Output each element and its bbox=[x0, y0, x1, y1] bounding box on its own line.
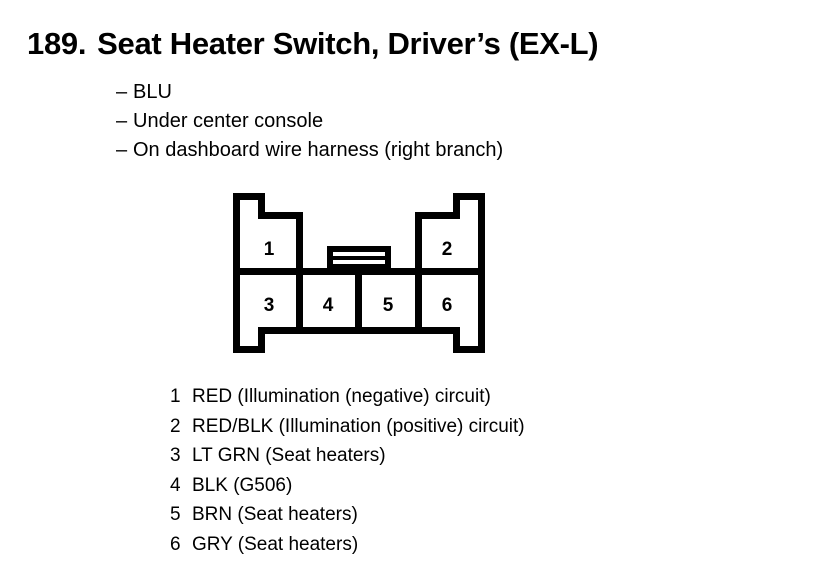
connector-pin-label-1: 1 bbox=[263, 239, 275, 260]
connector-bottom-left-foot bbox=[233, 346, 265, 353]
legend-pin-number: 3 bbox=[170, 445, 181, 466]
bullet-dash-icon: – bbox=[116, 139, 128, 161]
note-text: Under center console bbox=[133, 110, 324, 132]
connector-divider-4-5 bbox=[355, 275, 362, 327]
connector-latch-tab bbox=[327, 246, 391, 270]
note-text: BLU bbox=[133, 81, 172, 103]
connector-middle-divider bbox=[233, 268, 485, 275]
connector-pin-label-4: 4 bbox=[322, 295, 334, 316]
connector-diagram: 1 2 3 4 5 6 bbox=[233, 193, 485, 353]
connector-top-right-step-vertical bbox=[453, 193, 460, 219]
connector-bottom-right-tab-wall bbox=[453, 327, 460, 353]
page-title-text: Seat Heater Switch, Driver’s (EX-L) bbox=[97, 26, 599, 61]
connector-top-right-shoulder bbox=[415, 212, 460, 219]
note-item: –On dashboard wire harness (right branch… bbox=[116, 136, 503, 165]
legend-pin-description: RED/BLK (Illumination (positive) circuit… bbox=[192, 415, 525, 437]
connector-pin-label-3: 3 bbox=[263, 295, 275, 316]
bullet-dash-icon: – bbox=[116, 81, 128, 103]
legend-pin-number: 5 bbox=[170, 504, 181, 525]
notes-list: –BLU –Under center console –On dashboard… bbox=[116, 78, 503, 165]
connector-top-left-step-vertical bbox=[258, 193, 265, 219]
legend-pin-number: 1 bbox=[170, 386, 181, 407]
page-title-number: 189. bbox=[27, 26, 87, 61]
connector-pin-label-5: 5 bbox=[382, 295, 394, 316]
connector-cell1-right-wall bbox=[296, 212, 303, 275]
connector-divider-5-6 bbox=[415, 275, 422, 327]
connector-cell2-left-wall bbox=[415, 212, 422, 275]
legend-row: 6 GRY (Seat heaters) bbox=[170, 530, 525, 560]
page-title: 189. Seat Heater Switch, Driver’s (EX-L) bbox=[27, 26, 599, 62]
legend-row: 3 LT GRN (Seat heaters) bbox=[170, 441, 525, 471]
legend-row: 5 BRN (Seat heaters) bbox=[170, 500, 525, 530]
legend-row: 4 BLK (G506) bbox=[170, 471, 525, 501]
connector-latch-slot-lower bbox=[333, 260, 385, 264]
legend-pin-number: 6 bbox=[170, 533, 181, 555]
legend-pin-number: 2 bbox=[170, 415, 181, 437]
note-item: –BLU bbox=[116, 78, 503, 107]
legend-row: 2 RED/BLK (Illumination (positive) circui… bbox=[170, 412, 525, 442]
note-text: On dashboard wire harness (right branch) bbox=[133, 139, 504, 161]
legend-pin-description: GRY (Seat heaters) bbox=[192, 533, 359, 555]
connector-bottom-edge bbox=[258, 327, 460, 334]
connector-bottom-right-foot bbox=[453, 346, 485, 353]
connector-top-left-lip bbox=[233, 193, 265, 200]
connector-top-left-shoulder bbox=[258, 212, 303, 219]
legend-pin-description: RED (Illumination (negative) circuit) bbox=[192, 386, 491, 407]
note-item: –Under center console bbox=[116, 107, 503, 136]
connector-pin-label-6: 6 bbox=[441, 295, 453, 316]
pin-legend: 1 RED (Illumination (negative) circuit) 2… bbox=[170, 382, 525, 559]
legend-pin-description: BLK (G506) bbox=[192, 474, 293, 496]
connector-pin-label-2: 2 bbox=[441, 239, 453, 260]
connector-bottom-left-tab-wall bbox=[258, 327, 265, 353]
legend-pin-description: BRN (Seat heaters) bbox=[192, 504, 358, 525]
bullet-dash-icon: – bbox=[116, 110, 128, 132]
connector-divider-3-4 bbox=[296, 275, 303, 327]
legend-pin-description: LT GRN (Seat heaters) bbox=[192, 445, 386, 466]
connector-latch-slot-upper bbox=[333, 252, 385, 256]
legend-pin-number: 4 bbox=[170, 474, 181, 496]
legend-row: 1 RED (Illumination (negative) circuit) bbox=[170, 382, 525, 412]
connector-top-right-lip bbox=[453, 193, 485, 200]
